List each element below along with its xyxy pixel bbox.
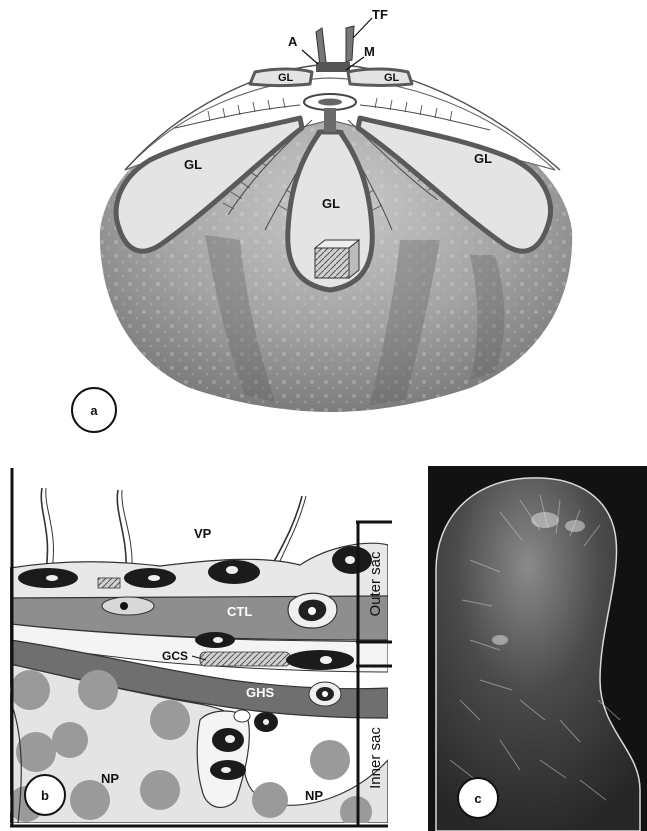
leader-a [302,50,318,64]
panel-a-sea-urchin-diagram: TF A M GL GL GL GL GL a [72,7,572,432]
label-ctl: CTL [227,604,252,619]
vp-cell-nucleus [46,575,58,581]
label-gl-top-right: GL [384,72,400,84]
label-m: M [364,44,375,59]
panel-c-micrograph: c [428,466,647,831]
tube-foot-a [316,28,326,66]
label-inner-sac: Inner sac [367,727,384,789]
label-np-left: NP [101,771,119,786]
apical-ring-inner [318,99,342,106]
gcs-cell-nucleus [320,656,332,664]
ctl-cell-large-nucleus [308,607,316,615]
ghs-cell-nucleus [322,691,328,697]
label-outer-sac: Outer sac [367,551,384,617]
gcs-granular [200,652,290,666]
label-gl-left: GL [184,157,202,172]
badge-c: c [458,778,498,818]
label-a: A [288,34,298,49]
inset-tissue-box [315,240,359,278]
label-tf: TF [372,7,388,22]
badge-a: a [72,388,116,432]
label-gl-right: GL [474,151,492,166]
gonad-top-right [348,69,412,86]
label-gl-top-left: GL [278,72,294,84]
ctl-cell-nucleus [120,602,128,610]
svg-text:a: a [90,403,98,418]
label-ghs: GHS [246,685,275,700]
gonoduct [324,108,336,132]
panel-b-gonad-wall-schematic: Outer sac Inner sac VP CTL GCS GHS NP NP… [8,468,392,828]
svg-text:b: b [41,788,49,803]
tube-foot-tf [346,26,354,62]
vp-cell-nucleus [148,575,160,581]
label-np-right: NP [305,788,323,803]
gcs-cell-nucleus [213,637,223,643]
label-vp: VP [194,526,212,541]
vp-junction [98,578,120,588]
vp-cell-nucleus [345,556,355,564]
badge-b: b [25,775,65,815]
leader-tf [353,18,372,38]
label-gl-center: GL [322,196,340,211]
vp-cell-nucleus [226,566,238,574]
madreporite-block [316,62,350,72]
label-gcs: GCS [162,649,188,663]
svg-text:c: c [474,791,481,806]
